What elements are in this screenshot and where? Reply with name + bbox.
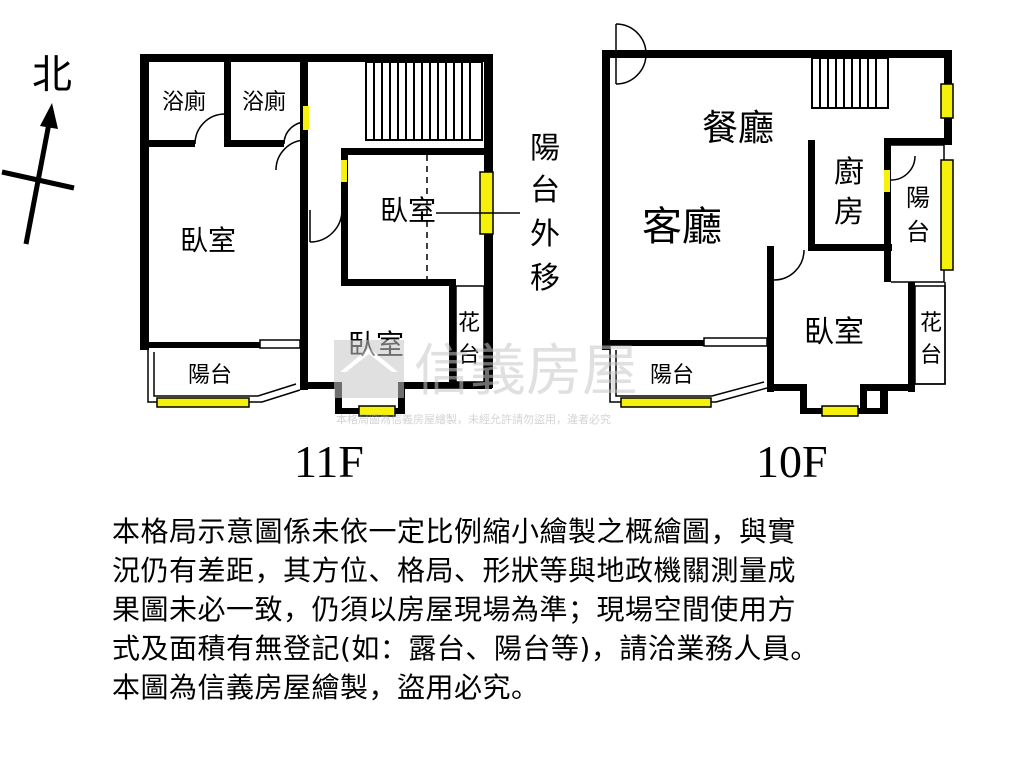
room-bedroom-right: 臥室 <box>380 194 436 227</box>
room-dining: 餐廳 <box>702 108 774 149</box>
room-balcony: 陽台 <box>188 363 232 388</box>
watermark-notice: 本格局圖為信義房屋繪製，未經允許請勿盜用，違者必究 <box>336 412 611 426</box>
room-living: 客廳 <box>642 204 722 250</box>
annotation-char-2: 台 <box>530 173 560 208</box>
disclaimer-line-4: 式及面積有無登記(如：露台、陽台等)，請洽業務人員。 <box>112 632 819 665</box>
room-balcony-10f: 陽台 <box>650 363 694 388</box>
planter-char-1: 花 <box>458 311 480 336</box>
floor-label-10f: 10F <box>756 436 828 487</box>
kitchen-char-1: 廚 <box>834 155 864 190</box>
disclaimer-line-1: 本格局示意圖係未依一定比例縮小繪製之概繪圖，與實 <box>112 515 797 548</box>
floor-plan-diagram: 北 <box>1 23 954 487</box>
compass: 北 <box>1 52 75 245</box>
kitchen-char-2: 房 <box>834 195 864 230</box>
house-logo-icon <box>334 340 404 398</box>
balcony-right-char-1: 陽 <box>906 184 930 212</box>
north-label: 北 <box>32 52 72 98</box>
room-bedroom-left: 臥室 <box>180 224 236 257</box>
disclaimer-line-2: 況仍有差距，其方位、格局、形狀等與地政機關測量成 <box>112 554 797 587</box>
annotation-char-4: 移 <box>530 261 560 296</box>
floor-label-11f: 11F <box>294 436 364 487</box>
floor-11f-plan <box>140 54 520 417</box>
watermark-brand: 信義房屋 <box>414 339 638 404</box>
disclaimer-line-5: 本圖為信義房屋繪製，盜用必究。 <box>112 671 540 704</box>
disclaimer: 本格局示意圖係未依一定比例縮小繪製之概繪圖，與實 況仍有差距，其方位、格局、形狀… <box>112 512 1012 707</box>
north-arrow-icon <box>40 103 58 129</box>
room-bedroom-10f: 臥室 <box>804 315 864 350</box>
floor-10f-plan <box>602 23 954 417</box>
planter-10f-char-2: 台 <box>920 343 942 368</box>
balcony-right-char-2: 台 <box>906 218 930 246</box>
watermark: 信義房屋 本格局圖為信義房屋繪製，未經允許請勿盜用，違者必究 <box>334 339 638 426</box>
annotation-char-3: 外 <box>530 217 560 252</box>
disclaimer-line-3: 果圖未必一致，仍須以房屋現場為準；現場空間使用方 <box>112 593 797 626</box>
annotation-char-1: 陽 <box>530 131 560 166</box>
planter-10f-char-1: 花 <box>920 311 942 336</box>
planter-char-2: 台 <box>458 343 480 368</box>
room-bath-1: 浴廁 <box>162 90 206 115</box>
room-bath-2: 浴廁 <box>242 90 286 115</box>
